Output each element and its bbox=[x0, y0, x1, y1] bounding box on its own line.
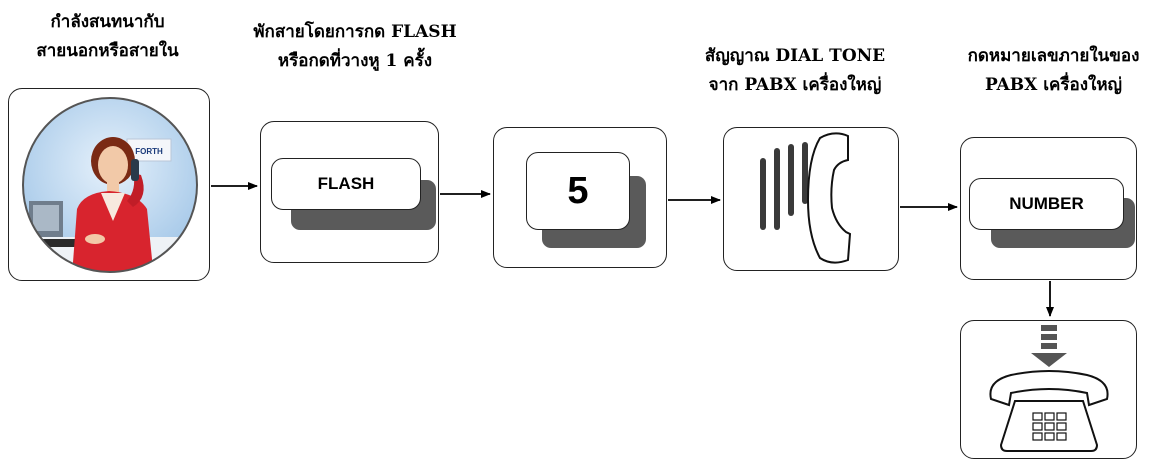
caption-step1-line1: กำลังสนทนากับ bbox=[50, 12, 165, 32]
step1-photo-box: FORTH bbox=[8, 88, 210, 281]
telephone-icon bbox=[989, 325, 1109, 452]
digit-5-key[interactable]: 5 bbox=[526, 152, 646, 248]
caption-step4: กดหมายเลขภายในของ PABX เครื่องใหญ่ bbox=[935, 42, 1172, 100]
caption-step3: สัญญาณ DIAL TONE จาก PABX เครื่องใหญ่ bbox=[665, 42, 925, 100]
caption-step3-line2: จาก PABX เครื่องใหญ่ bbox=[708, 75, 882, 95]
flash-key[interactable]: FLASH bbox=[271, 158, 436, 230]
caption-step1-line2: สายนอกหรือสายใน bbox=[36, 41, 179, 61]
flash-key-label: FLASH bbox=[271, 158, 421, 210]
caption-step2-line2: หรือกดที่วางหู 1 ครั้ง bbox=[277, 51, 433, 71]
dial-tone-handset-icon bbox=[760, 132, 852, 264]
step6-phone-box bbox=[960, 320, 1137, 459]
caption-step4-line1: กดหมายเลขภายในของ bbox=[967, 46, 1140, 66]
caption-step1: กำลังสนทนากับ สายนอกหรือสายใน bbox=[0, 8, 215, 66]
operator-photo: FORTH bbox=[22, 97, 198, 273]
step3-digit-box: 5 bbox=[493, 127, 667, 268]
number-key-label: NUMBER bbox=[969, 178, 1124, 230]
caption-step3-line1: สัญญาณ DIAL TONE bbox=[704, 46, 886, 66]
caption-step4-line2: PABX เครื่องใหญ่ bbox=[984, 75, 1123, 95]
digit-5-label: 5 bbox=[526, 152, 630, 230]
step2-flash-box: FLASH bbox=[260, 121, 439, 263]
step5-number-box: NUMBER bbox=[960, 137, 1137, 280]
caption-step2: พักสายโดยการกด FLASH หรือกดที่วางหู 1 คร… bbox=[225, 18, 485, 76]
photo-sign-text: FORTH bbox=[135, 147, 163, 156]
step4-dialtone-box bbox=[723, 127, 899, 271]
number-key[interactable]: NUMBER bbox=[969, 178, 1135, 250]
caption-step2-line1: พักสายโดยการกด FLASH bbox=[253, 22, 457, 42]
